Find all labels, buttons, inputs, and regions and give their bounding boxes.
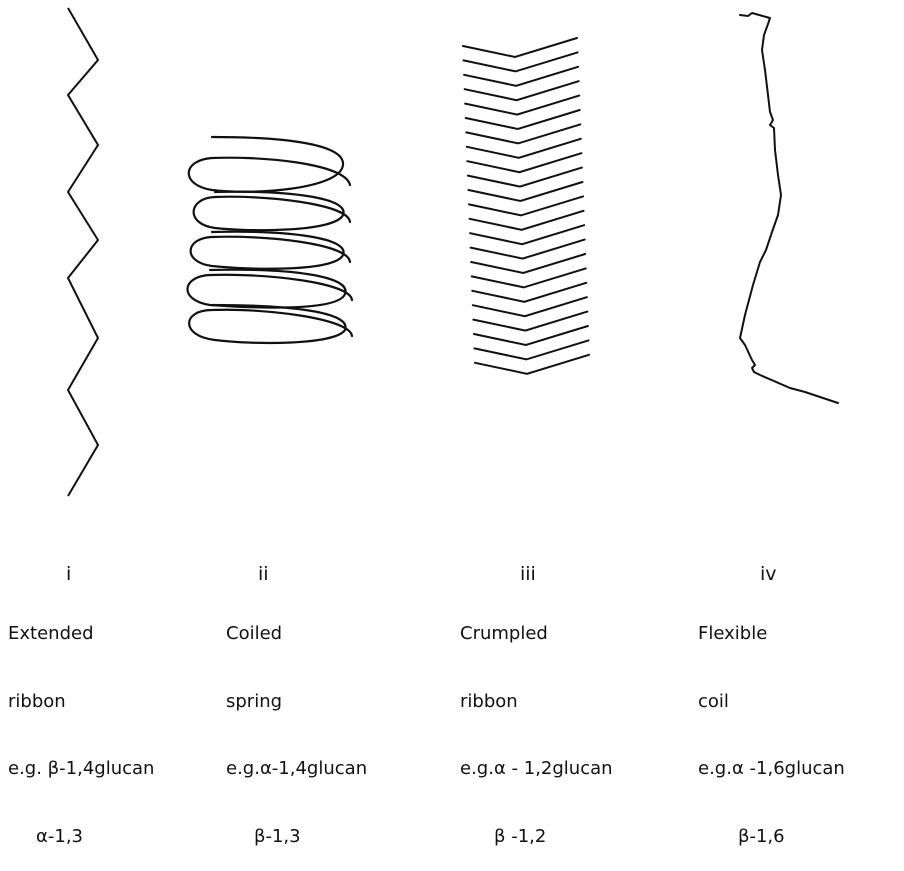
panel-i-name-line2: ribbon bbox=[8, 691, 154, 714]
crumpled-ribbon-herringbone bbox=[463, 38, 589, 374]
panel-iii-name-line2: ribbon bbox=[460, 691, 613, 714]
panel-iv-name-line2: coil bbox=[698, 691, 845, 714]
panel-iv-caption: Flexible coil e.g.α -1,6glucan β-1,6 bbox=[698, 578, 845, 871]
panel-iii-example: e.g.α - 1,2glucan bbox=[460, 758, 613, 781]
panel-iii-caption: Crumpled ribbon e.g.α - 1,2glucan β -1,2 bbox=[460, 578, 613, 871]
panel-i-example: e.g. β-1,4glucan bbox=[8, 758, 154, 781]
panel-iv-linkage: β-1,6 bbox=[698, 826, 845, 849]
panel-ii-example: e.g.α-1,4glucan bbox=[226, 758, 367, 781]
panel-ii-caption: Coiled spring e.g.α-1,4glucan β-1,3 bbox=[226, 578, 367, 871]
coiled-spring bbox=[187, 137, 352, 343]
panel-i-linkage: α-1,3 bbox=[8, 826, 154, 849]
panel-iv-example: e.g.α -1,6glucan bbox=[698, 758, 845, 781]
panel-iii-name-line1: Crumpled bbox=[460, 623, 613, 646]
panel-ii-name-line1: Coiled bbox=[226, 623, 367, 646]
flexible-coil-line bbox=[740, 13, 838, 403]
herringbone-chevron bbox=[463, 38, 577, 57]
panel-i-name-line1: Extended bbox=[8, 623, 154, 646]
panel-iii-linkage: β -1,2 bbox=[460, 826, 613, 849]
extended-ribbon-zigzag bbox=[68, 8, 98, 496]
panel-i-caption: Extended ribbon e.g. β-1,4glucan α-1,3 bbox=[8, 578, 154, 871]
panel-iv-name-line1: Flexible bbox=[698, 623, 845, 646]
panel-ii-name-line2: spring bbox=[226, 691, 367, 714]
panel-ii-linkage: β-1,3 bbox=[226, 826, 367, 849]
